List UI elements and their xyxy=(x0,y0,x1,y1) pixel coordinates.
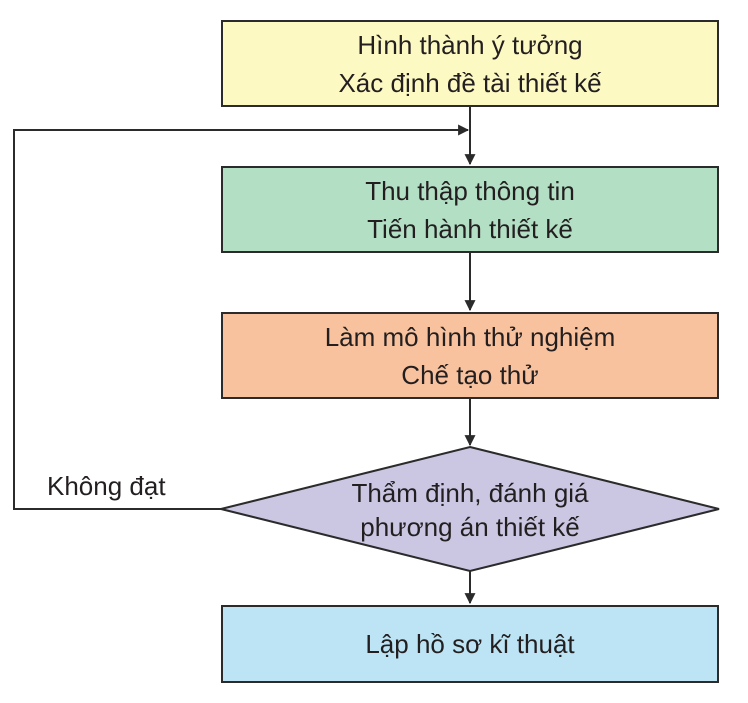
decision-text: Thẩm định, đánh giá phương án thiết kế xyxy=(300,476,640,544)
decision-line2: phương án thiết kế xyxy=(360,512,580,542)
decision-line1: Thẩm định, đánh giá xyxy=(351,478,589,508)
step-prototype-line2: Chế tạo thử xyxy=(401,359,539,390)
step-information-gathering: Thu thập thông tin Tiến hành thiết kế xyxy=(221,166,719,253)
step-final-line1: Lập hồ sơ kĩ thuật xyxy=(365,629,575,659)
step-info-line1: Thu thập thông tin xyxy=(365,175,575,206)
feedback-loop-line xyxy=(13,124,470,510)
step-prototype-line1: Làm mô hình thử nghiệm xyxy=(324,321,616,352)
loop-label: Không đạt xyxy=(47,471,166,501)
step-prototype: Làm mô hình thử nghiệm Chế tạo thử xyxy=(221,312,719,399)
step-idea-line1: Hình thành ý tưởng xyxy=(357,29,583,60)
step-info-line2: Tiến hành thiết kế xyxy=(367,213,573,244)
step-idea-line2: Xác định đề tài thiết kế xyxy=(338,67,602,98)
step-idea-formation: Hình thành ý tưởng Xác định đề tài thiết… xyxy=(221,20,719,107)
step-technical-documentation: Lập hồ sơ kĩ thuật xyxy=(221,605,719,683)
